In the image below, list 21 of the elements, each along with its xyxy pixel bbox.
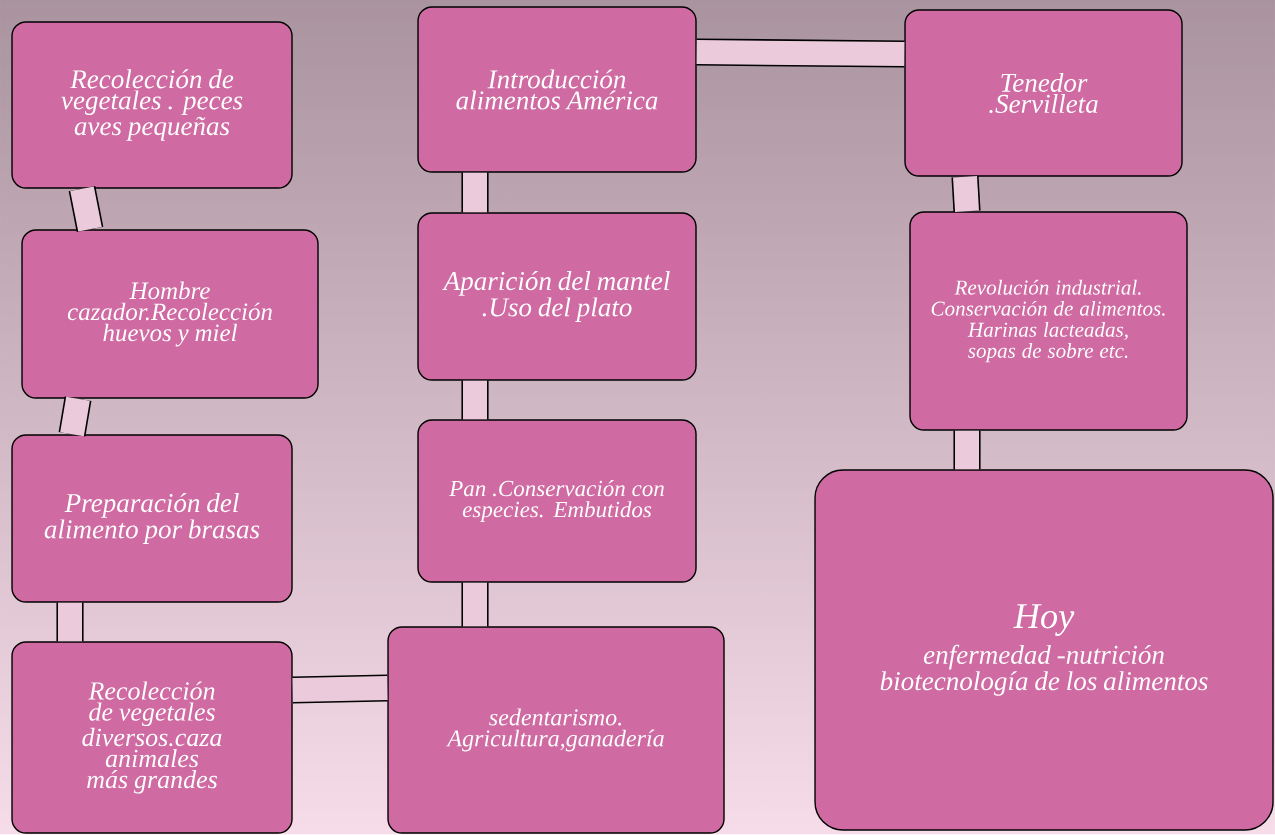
process-box: Hombre cazador.Recolección huevos y miel xyxy=(21,229,319,399)
process-box: Revolución industrial. Conservación de alimentos. Harinas lacteadas, sopas de sobre etc. xyxy=(909,211,1188,431)
connector-band xyxy=(58,396,92,437)
connector-band xyxy=(461,380,489,420)
process-box: Recolección de vegetales diversos.caza animales más grandes xyxy=(11,641,293,834)
process-box: Aparición del mantel .Uso del plato xyxy=(417,212,697,381)
process-box: Pan .Conservación con especies. Embutidos xyxy=(417,419,697,583)
connector-band xyxy=(292,674,388,704)
process-box: Introducción alimentos América xyxy=(417,6,697,173)
connector-band xyxy=(68,186,104,232)
connector-band xyxy=(696,38,905,68)
process-box: Hoy enfermedad -nutrición biotecnología de los alimentos xyxy=(814,469,1274,831)
process-box: Recolección de vegetales . peces aves pequeñas xyxy=(11,21,293,189)
connector-band xyxy=(56,602,84,642)
process-box: Preparación del alimento por brasas xyxy=(11,434,293,603)
connector-band xyxy=(951,175,981,213)
connector-band xyxy=(461,172,489,213)
connector-band xyxy=(953,430,981,470)
connector-band xyxy=(461,582,489,627)
process-box: Tenedor .Servilleta xyxy=(904,9,1183,177)
process-box: sedentarismo. Agricultura,ganadería xyxy=(387,626,725,834)
